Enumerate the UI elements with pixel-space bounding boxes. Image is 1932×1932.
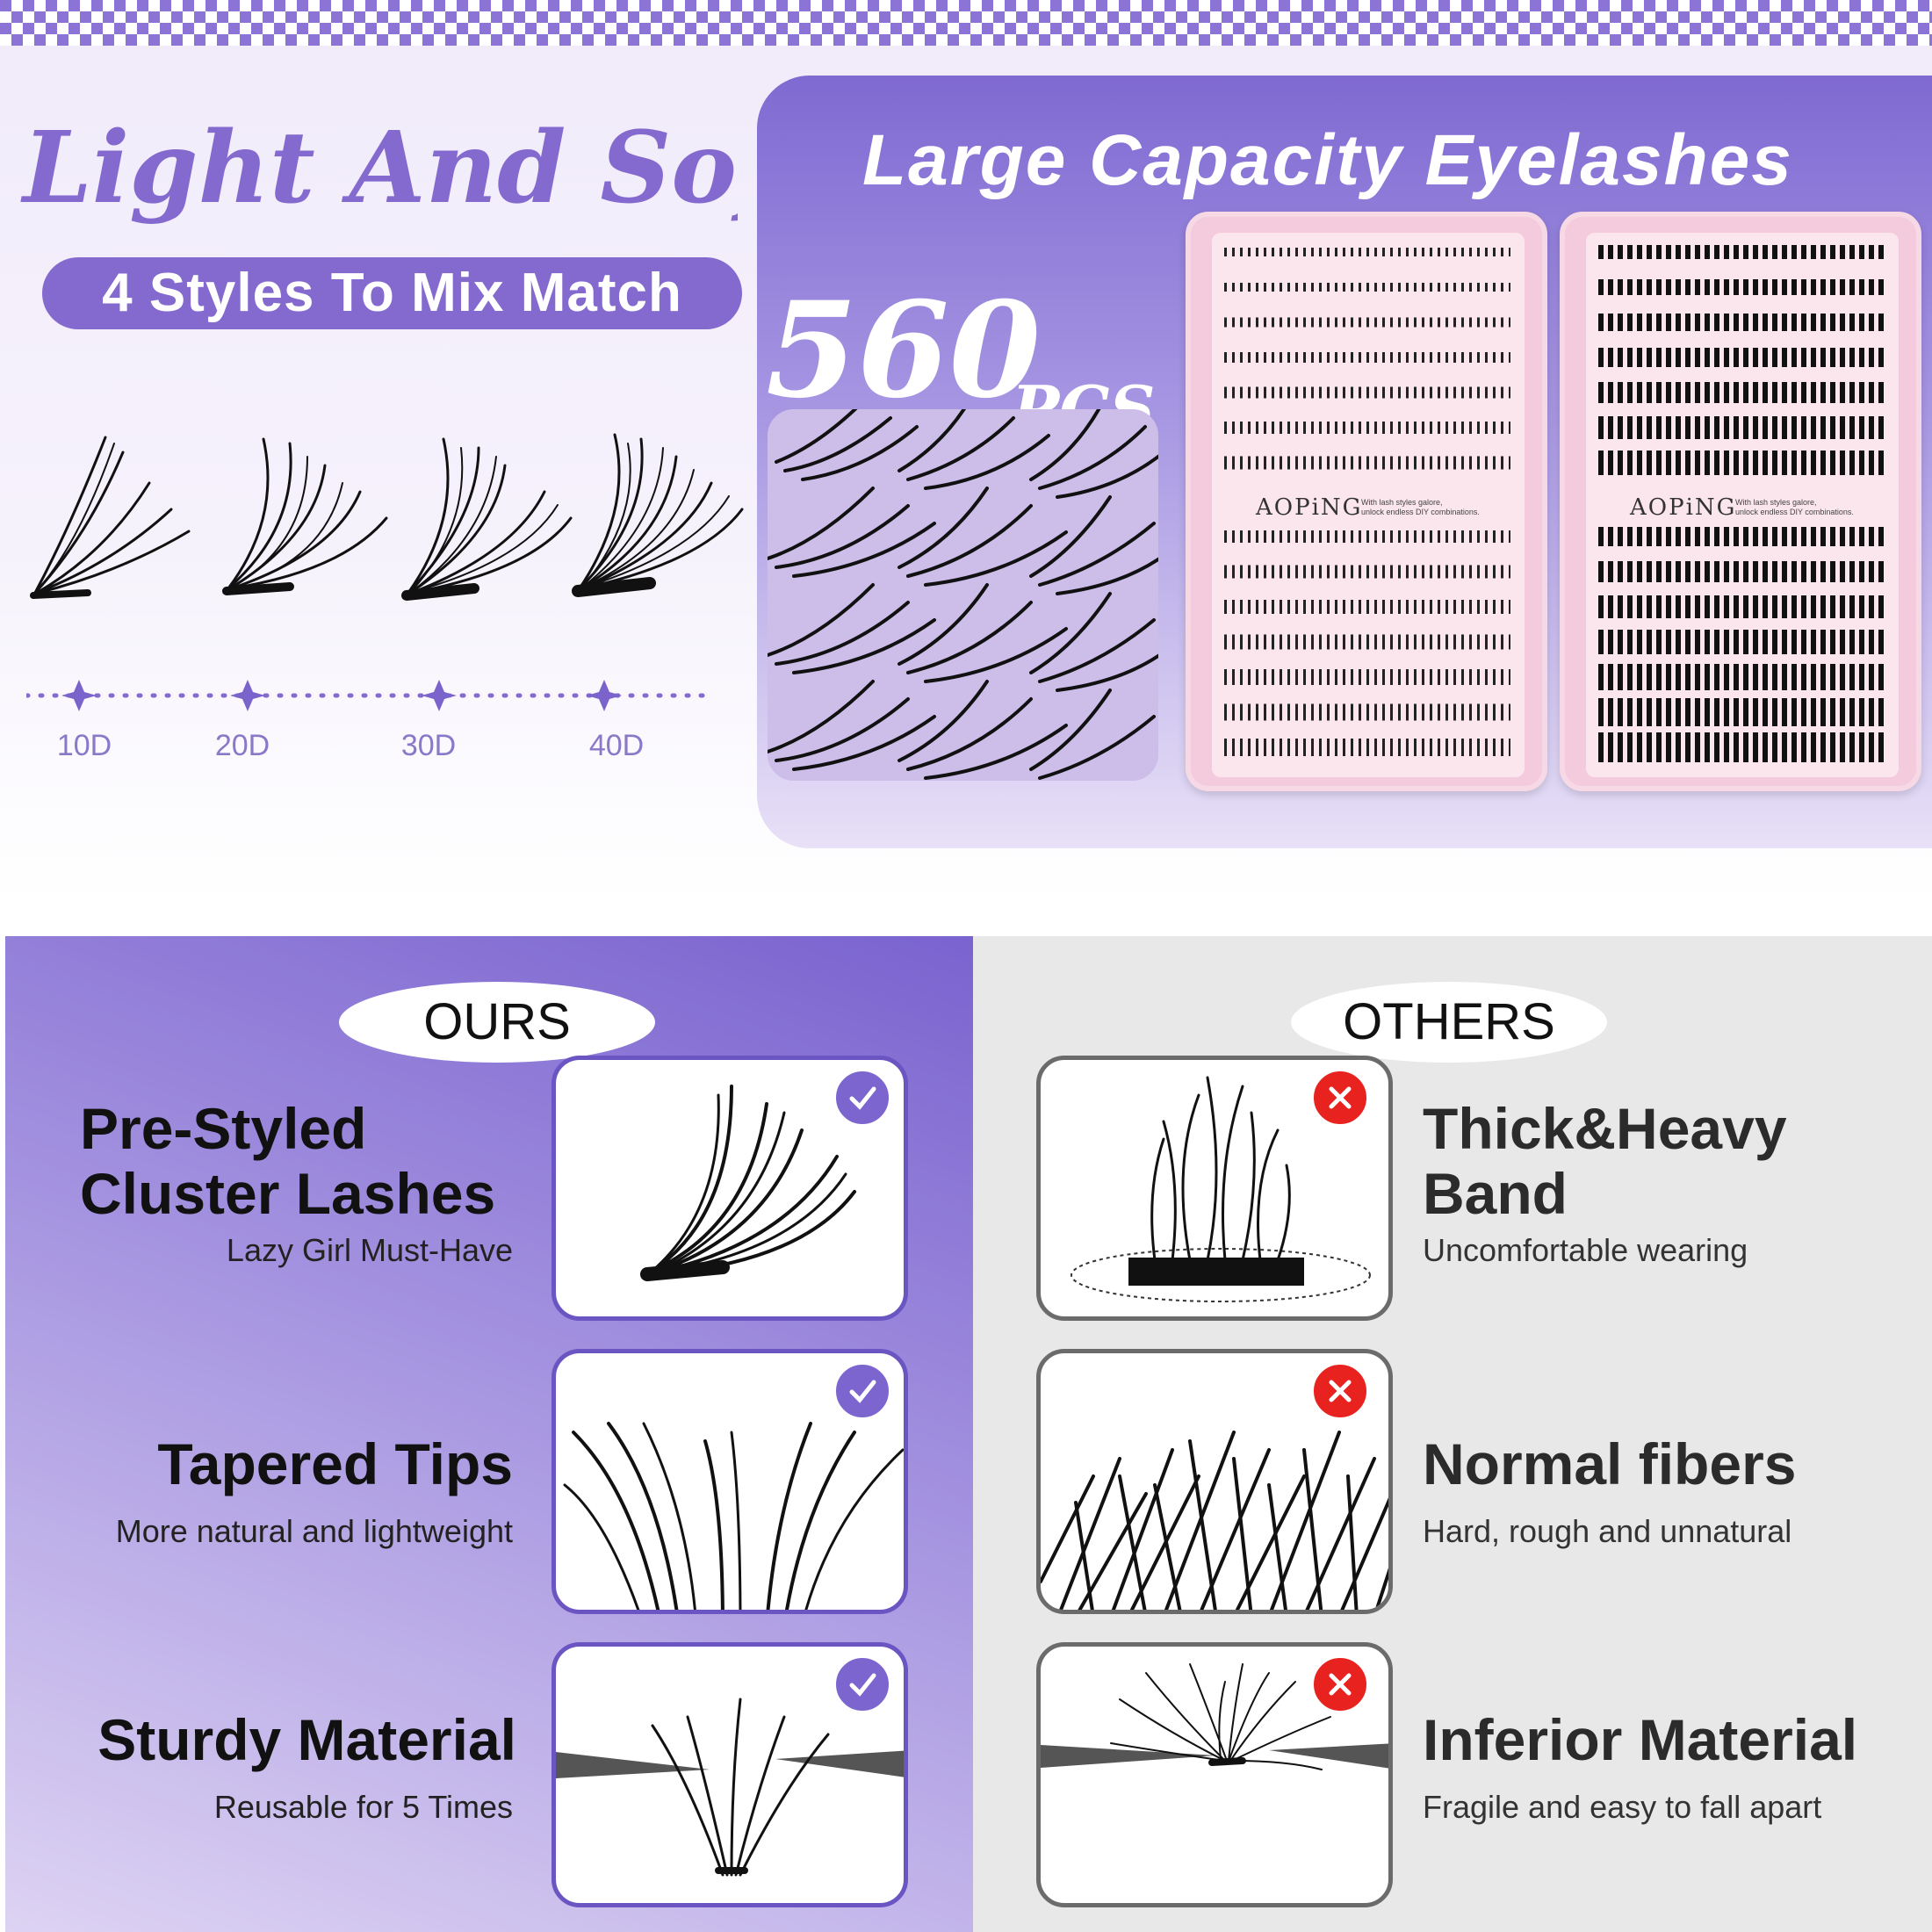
others-label: OTHERS [1291,982,1607,1063]
others-feature-1-line1: Thick&Heavy [1423,1096,1787,1161]
others-feature-1-title: Thick&Heavy Band [1423,1096,1787,1226]
others-feature-1-line2: Band [1423,1161,1568,1226]
ours-label: OURS [339,982,655,1063]
ours-image-card-3 [551,1642,908,1907]
capacity-panel: Large Capacity Eyelashes 560 PCS [757,76,1932,848]
tray-note-left: With lash styles galore, unlock endless … [1361,498,1519,517]
others-panel: OTHERS Thick&Heavy Band Uncomfortable we… [973,936,1932,1932]
cross-icon [1310,1068,1370,1128]
script-title-text: Light And Soft [20,111,738,226]
tray-brand-right: AOPiNG [1630,494,1737,521]
lash-tray-right: AOPiNG With lash styles galore, unlock e… [1560,212,1921,791]
ours-feature-3-title: Sturdy Material [97,1707,516,1772]
sparkle-icon [61,680,622,711]
tray-note-line1: With lash styles galore, [1361,498,1443,507]
ours-feature-3-subtitle: Reusable for 5 Times [213,1789,513,1825]
density-label-20d: 20D [214,729,270,762]
lash-10d-icon [30,436,191,599]
ours-feature-1-line1: Pre-Styled [80,1096,367,1161]
cross-icon [1310,1361,1370,1421]
density-label-10d: 10D [56,729,112,762]
cross-icon [1310,1654,1370,1714]
lash-20d-icon [222,437,388,595]
tray-note-line1: With lash styles galore, [1735,498,1817,507]
lash-40d-icon [572,433,744,597]
density-label-40d: 40D [588,729,645,762]
density-scale [26,680,711,711]
check-icon [833,1654,892,1714]
lash-tray-left: AOPiNG With lash styles galore, unlock e… [1186,212,1547,791]
check-icon [833,1068,892,1128]
ours-feature-1-subtitle: Lazy Girl Must-Have [226,1232,513,1268]
pcs-count: 560 [766,273,1041,428]
hero-section: Light And Soft 4 Styles To Mix Match [0,0,1932,905]
capacity-title: Large Capacity Eyelashes [862,120,1793,200]
checker-border [0,0,1932,46]
styles-pill: 4 Styles To Mix Match [42,257,742,329]
ours-feature-1-line2: Cluster Lashes [80,1161,496,1226]
tray-brand-left: AOPiNG [1256,494,1363,521]
others-feature-3-title: Inferior Material [1423,1707,1858,1772]
ours-feature-2-subtitle: More natural and lightweight [115,1513,513,1549]
others-feature-2-title: Normal fibers [1423,1431,1797,1496]
density-label-30d: 30D [400,729,457,762]
tray-note-right: With lash styles galore, unlock endless … [1735,498,1893,517]
script-title: Light And Soft [20,111,738,226]
lash-30d-icon [401,437,573,601]
ours-feature-2-title: Tapered Tips [157,1431,513,1496]
tray-note-line2: unlock endless DIY combinations. [1735,508,1854,516]
others-feature-1-subtitle: Uncomfortable wearing [1423,1232,1748,1268]
tray-note-line2: unlock endless DIY combinations. [1361,508,1480,516]
ours-feature-1-title: Pre-Styled Cluster Lashes [80,1096,495,1226]
check-icon [833,1361,892,1421]
lash-closeup-photo [768,409,1158,781]
others-feature-2-subtitle: Hard, rough and unnatural [1423,1513,1792,1549]
ours-panel: OURS Pre-Styled Cluster Lashes Lazy Girl… [5,936,973,1932]
others-feature-3-subtitle: Fragile and easy to fall apart [1423,1789,1822,1825]
